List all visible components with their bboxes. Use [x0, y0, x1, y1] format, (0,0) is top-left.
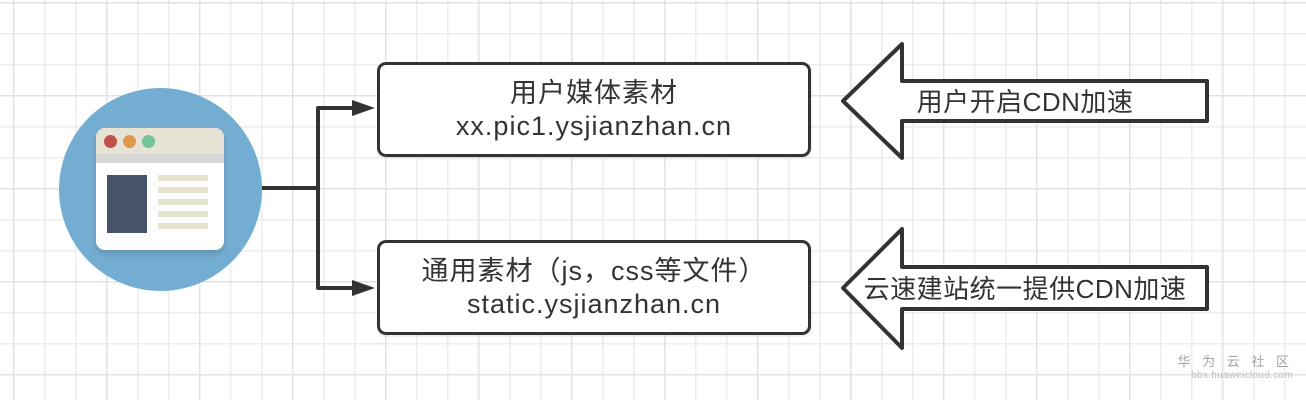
text-line [158, 211, 208, 217]
arrowhead-icon-top [352, 100, 375, 116]
node-common-assets-domain: static.ysjianzhan.cn [466, 288, 722, 319]
website-circle-icon [59, 88, 262, 291]
cdn-arrow-label-top: 用户开启CDN加速 [916, 87, 1134, 117]
text-line [158, 199, 208, 205]
page-image-block [107, 175, 147, 233]
browser-window-icon [96, 128, 224, 250]
browser-addressbar [96, 154, 224, 163]
watermark-community-name: 华 为 云 社 区 [1177, 354, 1293, 369]
watermark: 华 为 云 社 区 bbs.huaweicloud.com [1178, 354, 1293, 383]
text-line [158, 187, 208, 193]
text-line [158, 223, 208, 229]
browser-titlebar [96, 128, 224, 154]
browser-page-body [96, 163, 224, 250]
node-common-assets: 通用素材（js，css等文件） static.ysjianzhan.cn [377, 240, 811, 335]
watermark-url: bbs.huaweicloud.com [1191, 370, 1293, 382]
arrowhead-icon-bottom [352, 280, 375, 296]
text-line [158, 175, 208, 181]
node-user-media: 用户媒体素材 xx.pic1.ysjianzhan.cn [377, 62, 811, 157]
green-dot-icon [142, 134, 155, 148]
red-dot-icon [104, 134, 117, 148]
page-text-lines [158, 175, 208, 235]
node-user-media-title: 用户媒体素材 [510, 77, 678, 108]
cdn-arrow-label-bottom: 云速建站统一提供CDN加速 [863, 274, 1187, 304]
node-common-assets-title: 通用素材（js，css等文件） [421, 255, 767, 286]
connector-branch [316, 106, 353, 290]
orange-dot-icon [123, 134, 136, 148]
node-user-media-domain: xx.pic1.ysjianzhan.cn [455, 110, 733, 141]
